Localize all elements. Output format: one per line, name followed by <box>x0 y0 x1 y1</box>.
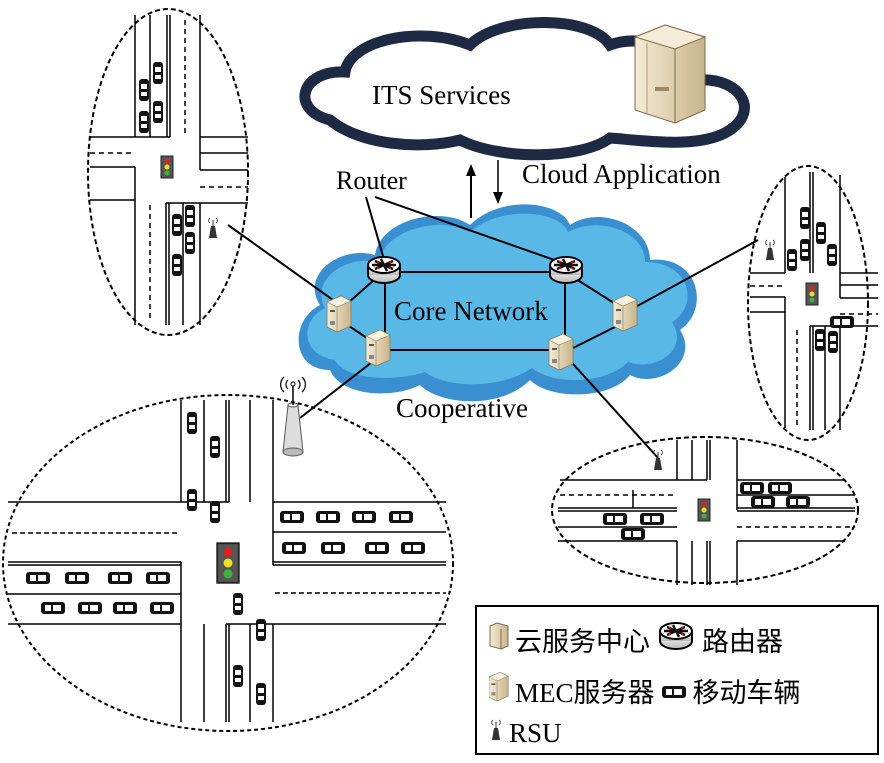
mec-server-icon <box>548 333 574 371</box>
legend-item-mec-server: MEC服务器 移动车辆 <box>488 671 801 710</box>
router-icon <box>548 255 584 285</box>
its-services-label: ITS Services <box>372 80 511 110</box>
core-network-label: Core Network <box>394 296 548 326</box>
network-links <box>227 196 759 459</box>
legend-item-rsu: RSU <box>489 715 562 752</box>
intersection-bottom-left <box>2 376 454 732</box>
cooperative-label: Cooperative <box>396 393 528 423</box>
downlink-arrow <box>493 160 503 204</box>
legend-item-cloud-server: 云服务中心 路由器 <box>489 619 783 660</box>
legend-label: MEC服务器 <box>515 678 655 708</box>
legend-label: RSU <box>509 718 562 748</box>
legend-label: 云服务中心 <box>515 627 650 657</box>
router-icon <box>656 619 696 660</box>
uplink-arrow <box>466 164 476 218</box>
mec-server-icon <box>326 295 352 333</box>
cloud-server-icon <box>633 24 707 124</box>
mec-server-icon <box>488 671 509 709</box>
legend-label: 移动车辆 <box>692 678 801 708</box>
cloud-application-label: Cloud Application <box>522 159 721 189</box>
legend-label: 路由器 <box>702 627 783 657</box>
mec-server-icon <box>612 294 638 332</box>
legend: 云服务中心 路由器 MEC服务器 移动车辆 RSU <box>475 605 879 755</box>
cloud-server-icon <box>489 622 509 657</box>
router-label: Router <box>336 166 407 195</box>
core-network-cloud <box>298 204 697 402</box>
rsu-icon <box>489 715 503 752</box>
vehicle-icon <box>661 675 687 706</box>
intersection-right <box>747 165 878 441</box>
intersection-bottom-right <box>551 436 859 585</box>
router-icon <box>366 255 402 285</box>
intersection-top-left <box>87 8 249 336</box>
mec-server-icon <box>365 329 391 367</box>
rsu-tower-icon <box>280 376 306 457</box>
